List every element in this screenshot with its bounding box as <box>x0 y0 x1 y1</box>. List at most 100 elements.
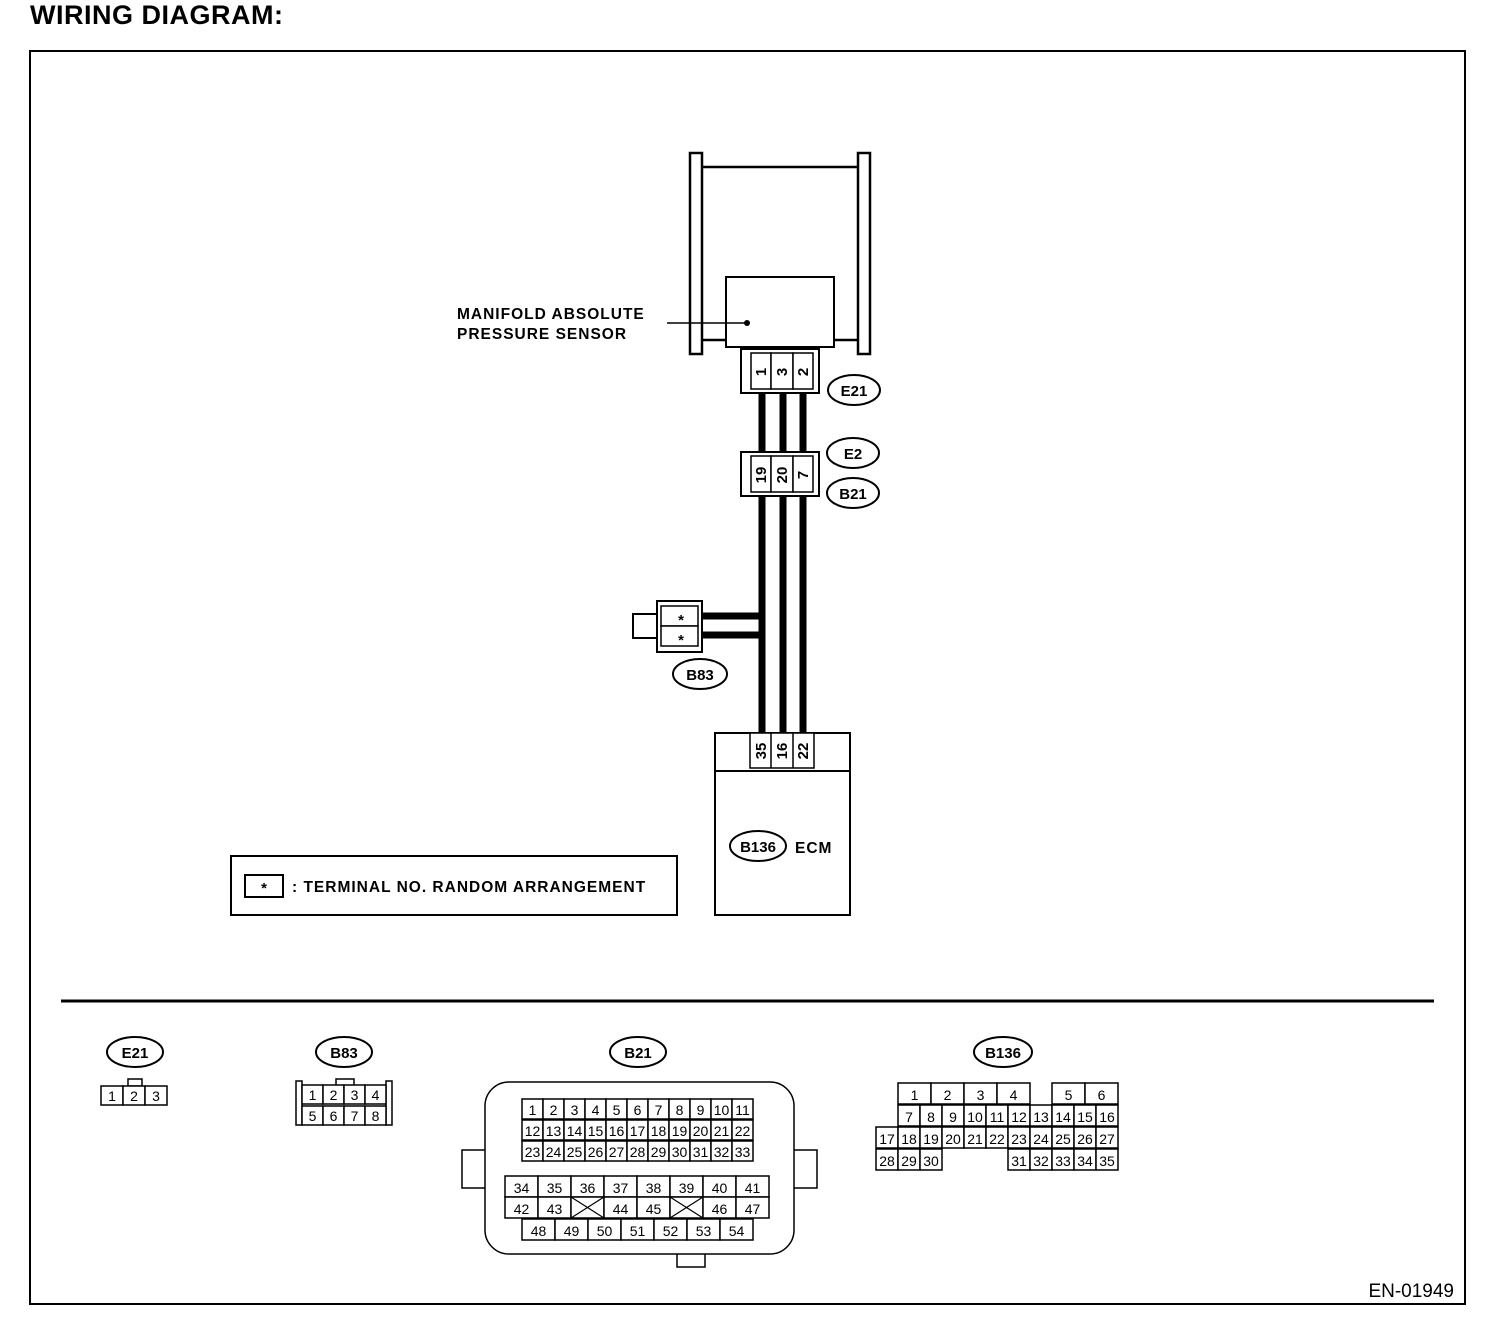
face-b83-pin-6: 6 <box>330 1108 338 1124</box>
face-b21-pin-25: 25 <box>567 1144 583 1160</box>
e2-id: E2 <box>844 446 862 463</box>
face-b136-pin-20: 20 <box>945 1131 961 1147</box>
wire-harness <box>702 393 807 734</box>
face-b136-pin-6: 6 <box>1098 1087 1106 1103</box>
face-b21-pin-43: 43 <box>547 1201 563 1217</box>
pin-cell <box>731 1098 754 1120</box>
legend: * : TERMINAL NO. RANDOM ARRANGEMENT <box>230 855 678 916</box>
face-b21-pin-48: 48 <box>531 1223 547 1239</box>
face-b136-pin-26: 26 <box>1077 1131 1093 1147</box>
face-b21-pin-19: 19 <box>672 1123 688 1139</box>
face-b21-pin-49: 49 <box>564 1223 580 1239</box>
face-b136-pin-31: 31 <box>1011 1153 1027 1169</box>
face-b136-pin-16: 16 <box>1099 1109 1115 1125</box>
pin-cell <box>1095 1126 1119 1149</box>
face-b21-pin-46: 46 <box>712 1201 728 1217</box>
pin-cell <box>364 1084 387 1105</box>
page-title: WIRING DIAGRAM: <box>30 0 284 30</box>
face-b83-pin-4: 4 <box>372 1087 380 1103</box>
b136-id: B136 <box>740 839 776 856</box>
e21-pin-3: 3 <box>774 368 791 376</box>
face-b136-pin-22: 22 <box>989 1131 1005 1147</box>
pin-cell <box>1084 1082 1119 1105</box>
face-b136-pin-15: 15 <box>1077 1109 1093 1125</box>
ecm-pin-35: 35 <box>753 743 770 760</box>
face-b21-pin-33: 33 <box>735 1144 751 1160</box>
face-b21-pin-35: 35 <box>547 1180 563 1196</box>
b83-id: B83 <box>686 667 714 684</box>
face-b21-pin-41: 41 <box>745 1180 761 1196</box>
face-b21-pin-36: 36 <box>580 1180 596 1196</box>
connector-e21: 1 3 2 E21 <box>740 348 881 406</box>
face-b21-pin-38: 38 <box>646 1180 662 1196</box>
face-b21-pin-26: 26 <box>588 1144 604 1160</box>
pin-cell <box>731 1140 754 1162</box>
face-b136-pin-27: 27 <box>1099 1131 1115 1147</box>
pin-cell <box>144 1085 168 1106</box>
face-b136-pin-25: 25 <box>1055 1131 1071 1147</box>
e2-b21-pin-19: 19 <box>753 467 770 484</box>
intake-manifold <box>688 151 872 356</box>
pin-cell <box>1095 1148 1119 1171</box>
face-b136-pin-14: 14 <box>1055 1109 1071 1125</box>
figure-id: EN-01949 <box>1368 1281 1454 1302</box>
b83-pin-a: * <box>678 612 684 629</box>
e21-pin-2: 2 <box>795 368 812 376</box>
face-b136-pin-12: 12 <box>1011 1109 1027 1125</box>
face-b136-pin-3: 3 <box>977 1087 985 1103</box>
face-b21-id: B21 <box>624 1045 652 1062</box>
face-b136-pin-28: 28 <box>879 1153 895 1169</box>
face-b136-pin-4: 4 <box>1010 1087 1018 1103</box>
face-b136-pin-30: 30 <box>923 1153 939 1169</box>
pin-cell <box>919 1148 943 1171</box>
face-b21-pin-14: 14 <box>567 1123 583 1139</box>
ecm-pin-16: 16 <box>774 743 791 760</box>
face-b21-pin-31: 31 <box>693 1144 709 1160</box>
e21-id: E21 <box>841 383 868 400</box>
connector-e2-b21: 19 20 7 E2 B21 <box>740 437 880 509</box>
map-sensor: MANIFOLD ABSOLUTE PRESSURE SENSOR <box>457 276 835 348</box>
sensor-label-line-1: MANIFOLD ABSOLUTE <box>457 306 645 323</box>
face-b136-pin-35: 35 <box>1099 1153 1115 1169</box>
face-b136-pin-9: 9 <box>949 1109 957 1125</box>
legend-text: : TERMINAL NO. RANDOM ARRANGEMENT <box>292 879 646 896</box>
face-b21-pin-2: 2 <box>550 1102 558 1118</box>
face-b136-pin-33: 33 <box>1055 1153 1071 1169</box>
face-b136-pin-10: 10 <box>967 1109 983 1125</box>
legend-symbol: * <box>261 880 267 897</box>
e21-pin-1: 1 <box>753 368 770 376</box>
face-b21-pin-50: 50 <box>597 1223 613 1239</box>
face-b21-pin-11: 11 <box>735 1102 750 1118</box>
face-b21-pin-9: 9 <box>697 1102 705 1118</box>
face-b21-pin-22: 22 <box>735 1123 751 1139</box>
face-b136-pin-29: 29 <box>901 1153 917 1169</box>
blank-pin-mark <box>570 1196 605 1219</box>
face-b21-pin-37: 37 <box>613 1180 629 1196</box>
face-b21-pin-24: 24 <box>546 1144 562 1160</box>
face-b136-pin-11: 11 <box>990 1109 1005 1125</box>
face-b21-pin-6: 6 <box>634 1102 642 1118</box>
face-b21-pin-42: 42 <box>514 1201 530 1217</box>
face-b21-pin-10: 10 <box>714 1102 730 1118</box>
face-e21-id: E21 <box>122 1045 149 1062</box>
face-b136-pin-19: 19 <box>923 1131 939 1147</box>
face-b21-pin-21: 21 <box>714 1123 730 1139</box>
face-b136-pin-21: 21 <box>967 1131 983 1147</box>
face-b21-pin-51: 51 <box>630 1223 646 1239</box>
face-b21-pin-28: 28 <box>630 1144 646 1160</box>
face-b21-pin-53: 53 <box>696 1223 712 1239</box>
ecm-unit: 35 16 22 B136 ECM <box>714 732 851 916</box>
face-b21-pin-32: 32 <box>714 1144 730 1160</box>
pin-cell <box>735 1196 770 1219</box>
face-b21-pin-4: 4 <box>592 1102 600 1118</box>
ecm-pin-22: 22 <box>795 743 812 760</box>
face-b21-pin-15: 15 <box>588 1123 604 1139</box>
face-b136-pin-2: 2 <box>944 1087 952 1103</box>
face-b21-pin-45: 45 <box>646 1201 662 1217</box>
face-b21-pin-18: 18 <box>651 1123 667 1139</box>
face-b21-pin-39: 39 <box>679 1180 695 1196</box>
face-b21-pin-30: 30 <box>672 1144 688 1160</box>
